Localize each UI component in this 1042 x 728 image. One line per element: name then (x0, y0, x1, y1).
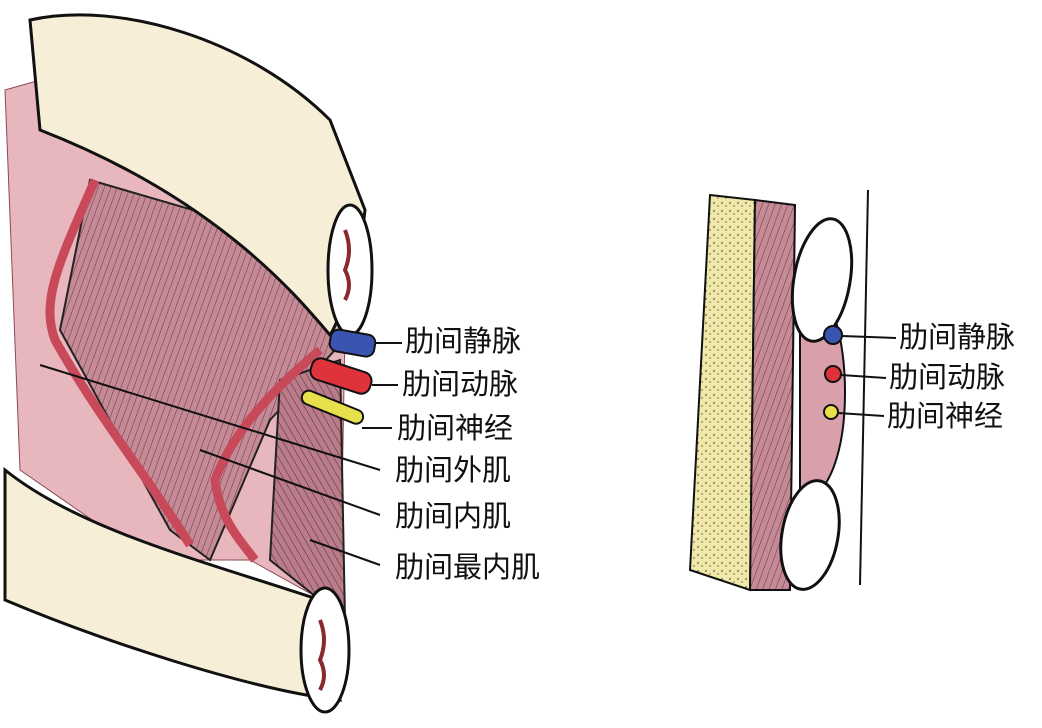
intercostal-artery-section (824, 365, 842, 383)
subcutaneous-fat (688, 193, 757, 592)
right-label-intercostal-artery: 肋间动脉 (889, 360, 1006, 394)
label-external-intercostal: 肋间外肌 (395, 453, 512, 487)
label-internal-intercostal: 肋间内肌 (395, 499, 512, 533)
intercostal-vein (328, 328, 377, 358)
right-leader-lines (837, 335, 897, 417)
label-innermost-intercostal: 肋间最内肌 (395, 550, 541, 584)
left-leader-lines (39, 342, 402, 566)
label-intercostal-nerve: 肋间神经 (397, 411, 514, 445)
internal-intercostal-edge-2 (210, 346, 323, 563)
right-figure (688, 189, 897, 592)
intercostal-nerve (300, 389, 365, 425)
internal-intercostal-edge (45, 178, 194, 548)
right-label-intercostal-vein: 肋间静脉 (899, 320, 1016, 354)
intercostal-artery (309, 357, 373, 395)
label-intercostal-artery: 肋间动脉 (402, 367, 519, 401)
upper-rib-cross-section (326, 203, 374, 337)
outer-muscle-layer (748, 198, 797, 591)
lower-rib-section (779, 479, 841, 591)
label-intercostal-vein: 肋间静脉 (405, 324, 522, 358)
intercostal-nerve-section (823, 404, 839, 420)
upper-rib-section (790, 217, 854, 343)
intercostal-vein-section (823, 325, 843, 345)
right-label-intercostal-nerve: 肋间神经 (887, 399, 1004, 433)
left-figure (3, 13, 402, 714)
